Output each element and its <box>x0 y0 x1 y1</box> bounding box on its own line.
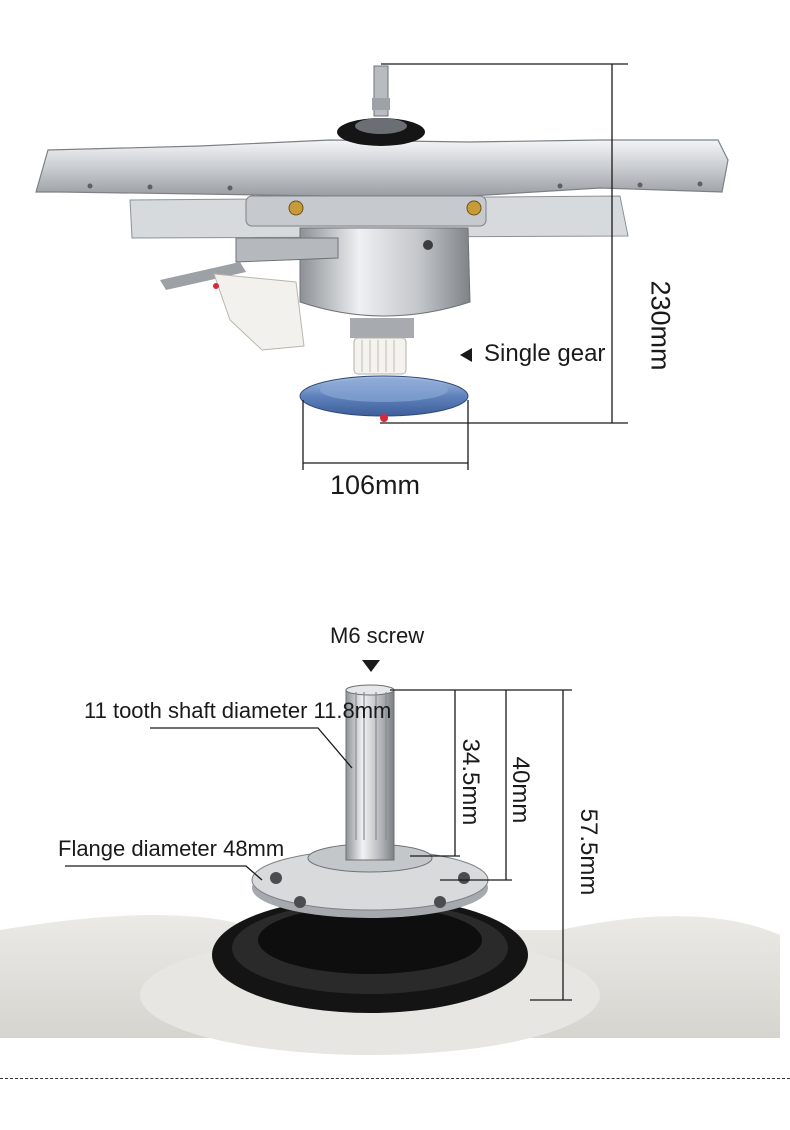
single-gear-label: Single gear <box>484 340 606 367</box>
pulley <box>299 375 469 422</box>
gearbox-assembly-illustration <box>35 63 729 470</box>
pulley-width-dimension-label: 106mm <box>330 470 421 500</box>
gear-housing <box>245 195 487 317</box>
single-gear <box>350 318 414 375</box>
shaft-length-short-label: 34.5mm <box>457 738 484 826</box>
single-gear-pointer-icon <box>460 348 472 362</box>
splined-shaft <box>345 684 395 861</box>
shaft-diameter-label: 11 tooth shaft diameter 11.8mm <box>84 698 392 723</box>
shaft-length-total-label: 57.5mm <box>575 808 602 896</box>
brake-lever <box>160 237 339 351</box>
rubber-seal <box>212 897 528 1013</box>
screw-pointer-icon <box>362 660 380 672</box>
flange <box>251 843 489 918</box>
flange-diameter-label: Flange diameter 48mm <box>58 836 285 861</box>
screw-label: M6 screw <box>330 623 425 648</box>
section-divider <box>0 1078 790 1079</box>
top-shaft <box>337 65 425 146</box>
dimension-lines-bottom <box>65 689 572 1001</box>
shaft-length-mid-label: 40mm <box>507 756 534 824</box>
dimension-lines-top <box>302 63 628 470</box>
